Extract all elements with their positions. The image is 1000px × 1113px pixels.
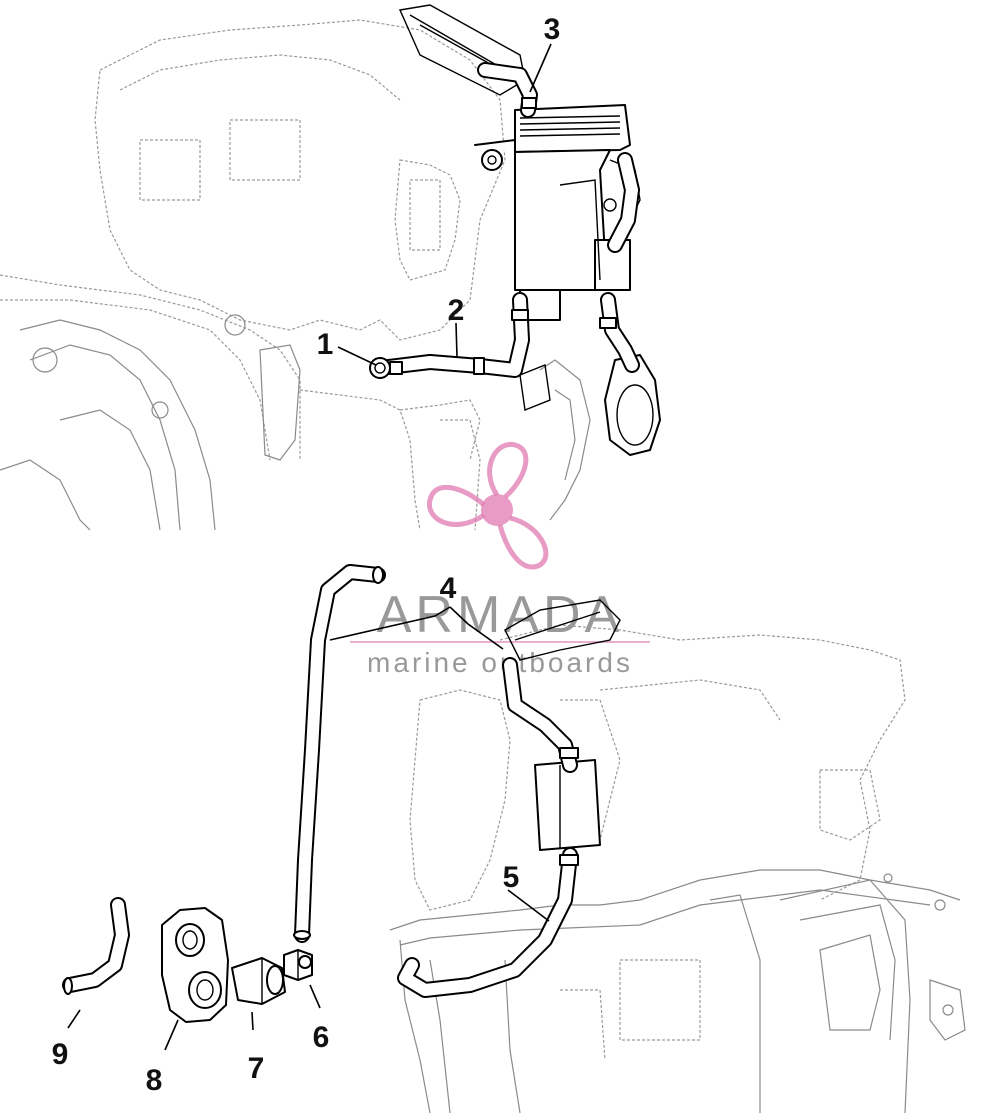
grommet-8 bbox=[161, 907, 229, 1023]
valve-7 bbox=[231, 957, 286, 1005]
callout-2: 2 bbox=[448, 294, 465, 327]
callout-3: 3 bbox=[544, 13, 561, 46]
hose-9 bbox=[62, 897, 130, 995]
engine-outline-bottom bbox=[389, 624, 966, 1113]
callouts: 1 2 3 4 5 6 7 8 9 bbox=[52, 13, 561, 1097]
hose-5 bbox=[397, 847, 579, 998]
fitting-6 bbox=[283, 949, 313, 981]
leader-lines bbox=[67, 43, 552, 1051]
watermark: ARMADA marine outboards bbox=[350, 442, 650, 678]
hose-right-top bbox=[599, 152, 640, 373]
hose-4 bbox=[293, 564, 386, 943]
hose-3 bbox=[477, 62, 538, 118]
hose-4-installed bbox=[502, 657, 579, 773]
engine-outline-top bbox=[0, 19, 591, 531]
callout-9: 9 bbox=[52, 1038, 69, 1071]
propeller-icon bbox=[427, 442, 549, 570]
callout-4: 4 bbox=[440, 572, 457, 605]
callout-8: 8 bbox=[146, 1064, 163, 1097]
fuel-module-assembly bbox=[398, 4, 661, 456]
watermark-tagline: marine outboards bbox=[367, 647, 633, 678]
hose-clamp-1 bbox=[369, 357, 403, 379]
callout-1: 1 bbox=[317, 328, 334, 361]
callout-7: 7 bbox=[248, 1052, 265, 1085]
callout-5: 5 bbox=[503, 861, 520, 894]
watermark-brand: ARMADA bbox=[377, 586, 623, 644]
hose-2 bbox=[372, 292, 530, 378]
callout-6: 6 bbox=[313, 1021, 330, 1054]
